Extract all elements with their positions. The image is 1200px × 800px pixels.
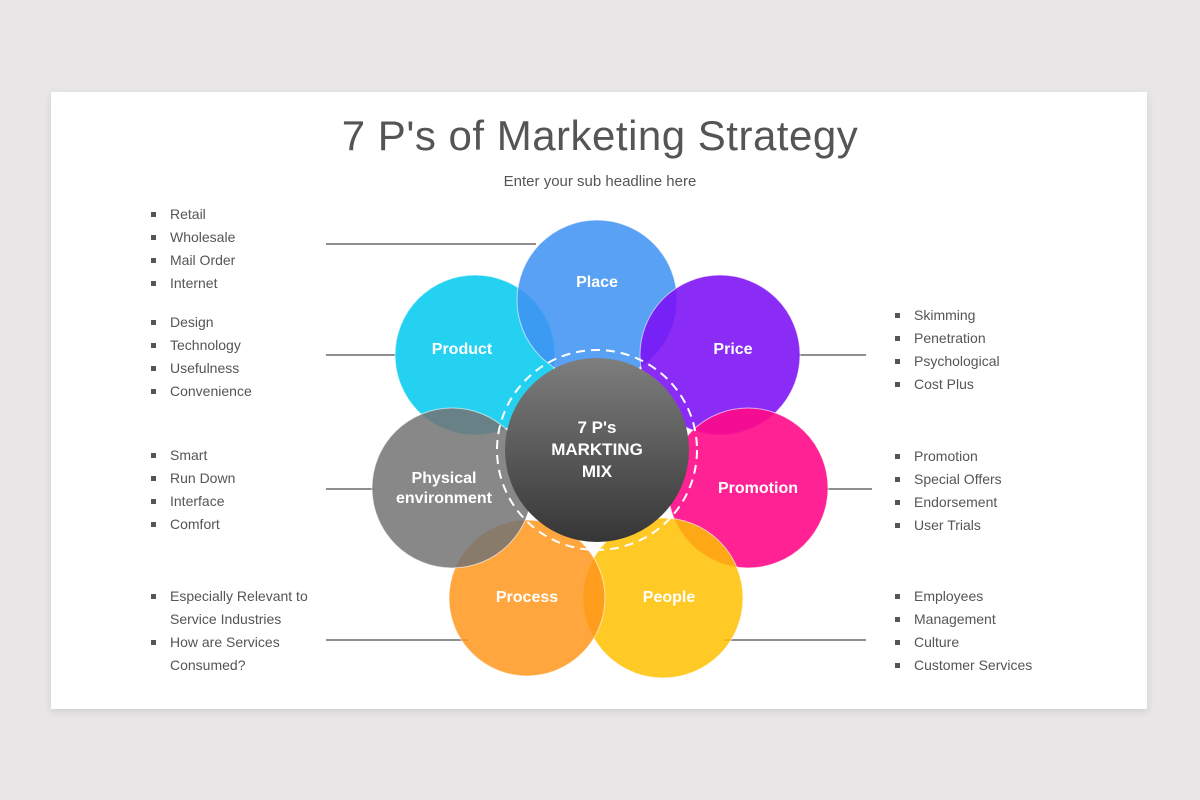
list-item: User Trials (894, 514, 1002, 537)
list-item: Comfort (150, 513, 235, 536)
place-list: Retail Wholesale Mail Order Internet (150, 203, 235, 295)
connector-place (326, 243, 536, 245)
connector-product (326, 354, 396, 356)
list-item-continuation: Service Industries (170, 611, 282, 627)
list-item: Usefulness (150, 357, 252, 380)
price-label: Price (713, 341, 753, 358)
list-item: Wholesale (150, 226, 235, 249)
connector-promotion (826, 488, 872, 490)
connector-price (798, 354, 866, 356)
list-item: Especially Relevant to (150, 585, 308, 608)
list-item: Endorsement (894, 491, 1002, 514)
physical-label-line2: environment (395, 490, 493, 507)
center-label-line3: MIX (581, 462, 613, 481)
process-label: Process (495, 589, 559, 606)
list-item: Retail (150, 203, 235, 226)
list-item: Internet (150, 272, 235, 295)
product-list: Design Technology Usefulness Convenience (150, 311, 252, 403)
list-item: How are Services (150, 631, 308, 654)
physical-environment-label: Physical environment (396, 469, 492, 509)
price-list: Skimming Penetration Psychological Cost … (894, 304, 1000, 396)
center-label-line2: MARKTING (551, 440, 643, 459)
list-item: Smart (150, 444, 235, 467)
list-item: Customer Services (894, 654, 1032, 677)
list-item: Design (150, 311, 252, 334)
center-circle (505, 358, 689, 542)
list-item: Interface (150, 490, 235, 513)
center-label-line1: 7 P's (577, 418, 617, 437)
list-item: Psychological (894, 350, 1000, 373)
sub-headline: Enter your sub headline here (503, 173, 697, 190)
list-item: Culture (894, 631, 1032, 654)
place-label: Place (576, 274, 618, 291)
product-label: Product (431, 341, 493, 358)
list-item: Employees (894, 585, 1032, 608)
list-item: Special Offers (894, 468, 1002, 491)
connector-people (724, 639, 866, 641)
list-item: Mail Order (150, 249, 235, 272)
list-item: Management (894, 608, 1032, 631)
dashed-ring (496, 349, 698, 551)
physical-label-line1: Physical (411, 470, 477, 487)
list-item: Promotion (894, 445, 1002, 468)
list-item: Penetration (894, 327, 1000, 350)
list-item: Skimming (894, 304, 1000, 327)
list-item: Convenience (150, 380, 252, 403)
list-item: Technology (150, 334, 252, 357)
list-item-continuation: Consumed? (170, 657, 246, 673)
process-list: Especially Relevant to Service Industrie… (150, 585, 308, 677)
physical-environment-list: Smart Run Down Interface Comfort (150, 444, 235, 536)
page-title: 7 P's of Marketing Strategy (341, 112, 859, 159)
promotion-label: Promotion (718, 480, 798, 497)
center-label: 7 P's MARKTING MIX (551, 417, 643, 483)
people-label: People (642, 589, 696, 606)
list-item: Run Down (150, 467, 235, 490)
promotion-list: Promotion Special Offers Endorsement Use… (894, 445, 1002, 537)
connector-physical (326, 488, 374, 490)
connector-process (326, 639, 468, 641)
people-list: Employees Management Culture Customer Se… (894, 585, 1032, 677)
list-item: Cost Plus (894, 373, 1000, 396)
